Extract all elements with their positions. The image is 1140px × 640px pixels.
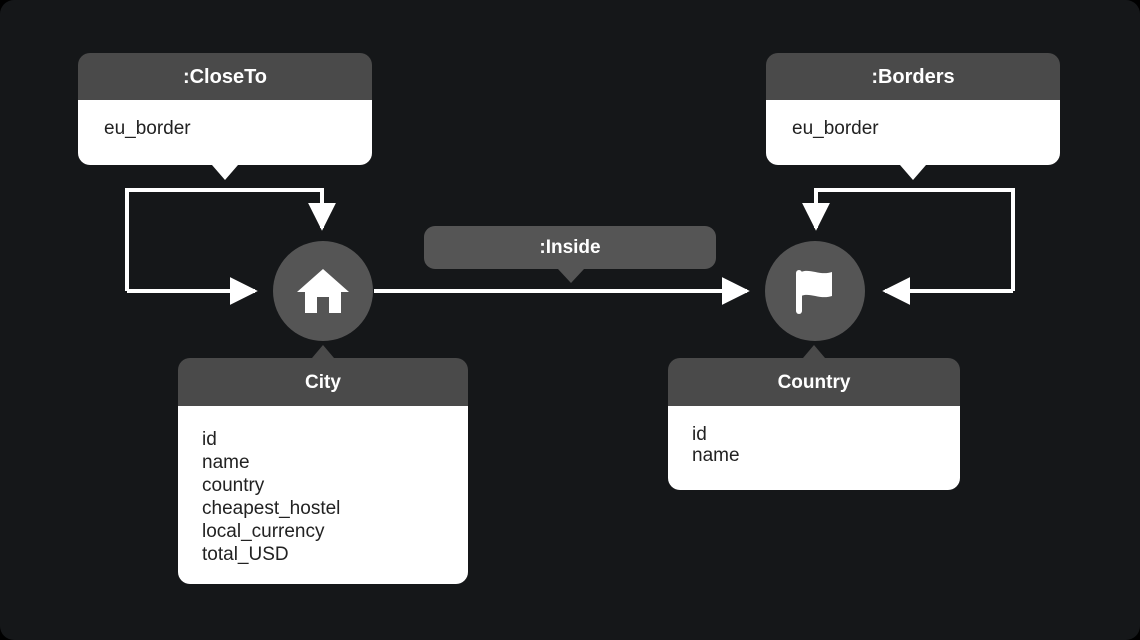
flag-icon: [796, 270, 832, 314]
property-item: id: [692, 424, 707, 445]
property-item: name: [692, 445, 740, 466]
callout-tail-icon: [558, 269, 584, 283]
relationship-card-closeto-title: :CloseTo: [78, 53, 372, 100]
entity-card-country-title: Country: [668, 358, 960, 406]
entity-card-country-body: id name: [668, 406, 960, 490]
property-item: local_currency: [202, 521, 325, 542]
relationship-card-closeto-body: eu_border: [78, 100, 372, 180]
property-list: id name: [668, 406, 960, 466]
relationship-label-inside-text: :Inside: [539, 236, 601, 258]
property-item: name: [202, 452, 250, 473]
edge-city-self-loop: [125, 188, 336, 305]
entity-card-country[interactable]: Country id name: [668, 345, 960, 490]
property-item: cheapest_hostel: [202, 498, 341, 519]
property-item: country: [202, 475, 265, 496]
property-item: eu_border: [104, 118, 191, 139]
property-item: total_USD: [202, 544, 289, 565]
card-pointer-icon: [312, 345, 334, 358]
relationship-card-borders-body: eu_border: [766, 100, 1060, 180]
callout-tail-icon: [212, 165, 238, 180]
callout-tail-icon: [900, 165, 926, 180]
house-icon: [297, 269, 349, 313]
property-item: eu_border: [792, 118, 879, 139]
relationship-label-inside[interactable]: :Inside: [424, 226, 716, 283]
property-list: id name country cheapest_hostel local_cu…: [178, 406, 468, 566]
relationship-card-closeto[interactable]: :CloseTo eu_border: [78, 53, 372, 180]
entity-card-city[interactable]: City id name country cheapest_hostel loc…: [178, 345, 468, 584]
relationship-card-borders[interactable]: :Borders eu_border: [766, 53, 1060, 180]
node-country[interactable]: [765, 241, 865, 341]
relationship-card-borders-title: :Borders: [766, 53, 1060, 100]
edge-country-self-loop: [802, 188, 1015, 305]
property-list: eu_border: [766, 100, 1060, 140]
property-list: eu_border: [78, 100, 372, 140]
entity-card-city-body: id name country cheapest_hostel local_cu…: [178, 406, 468, 584]
card-pointer-icon: [803, 345, 825, 358]
entity-card-city-title: City: [178, 358, 468, 406]
property-item: id: [202, 429, 217, 450]
node-city[interactable]: [273, 241, 373, 341]
